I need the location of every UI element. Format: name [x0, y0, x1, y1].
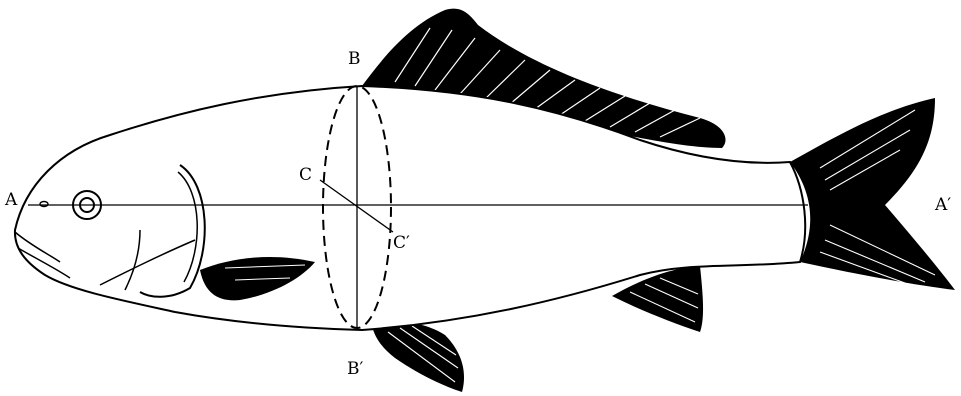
mouth-line: [14, 231, 61, 263]
label-c-prime: C′: [393, 233, 410, 253]
gill-cover-inner: [177, 171, 198, 283]
label-c: C: [299, 165, 312, 185]
label-b-prime: B′: [347, 359, 363, 379]
label-a-prime: A′: [934, 195, 951, 215]
operculum-line: [99, 239, 196, 286]
cross-section-ellipse: [322, 85, 392, 329]
operculum-line-2: [124, 229, 141, 291]
pelvic-fin: [372, 321, 465, 392]
pelvic-fin-rays: [387, 325, 459, 383]
tail-fin-rays: [819, 109, 936, 284]
nostril: [39, 200, 49, 208]
tail-fin: [790, 98, 955, 290]
anal-fin-rays: [629, 277, 699, 323]
dorsal-fin-rays: [394, 27, 701, 138]
lower-jaw: [17, 247, 71, 279]
dorsal-fin: [362, 8, 726, 148]
gill-cover: [139, 164, 206, 298]
axis-c-c-prime: [319, 179, 394, 233]
label-a: A: [4, 190, 18, 210]
label-b: B: [348, 49, 361, 69]
pectoral-fin-rays: [224, 264, 306, 281]
